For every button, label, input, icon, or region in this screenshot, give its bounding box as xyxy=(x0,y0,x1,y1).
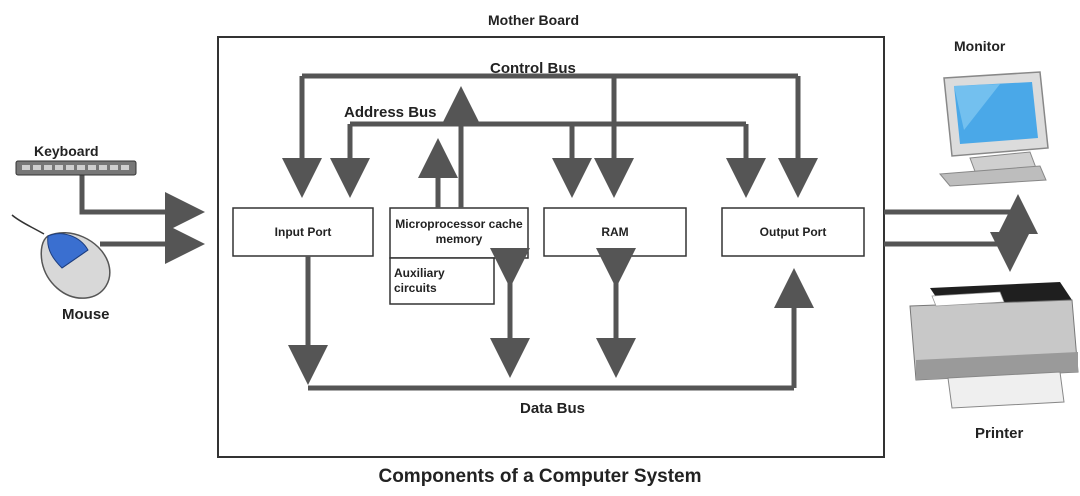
control-bus-label: Control Bus xyxy=(490,60,576,77)
output-port-box xyxy=(721,207,865,257)
motherboard-label: Mother Board xyxy=(488,12,579,28)
input-port-label: Input Port xyxy=(274,225,332,239)
keyboard-icon xyxy=(15,160,137,176)
printer-icon xyxy=(909,282,1079,409)
mouse-label: Mouse xyxy=(62,306,110,323)
monitor-label: Monitor xyxy=(954,38,1006,54)
monitor-icon xyxy=(938,71,1049,187)
printer-label: Printer xyxy=(975,425,1024,442)
diagram-title: Components of a Computer System xyxy=(378,466,702,487)
input-port-box xyxy=(232,207,374,257)
motherboard-frame xyxy=(217,36,885,458)
output-to-printer xyxy=(884,232,1030,272)
address-bus-label: Address Bus xyxy=(344,104,437,121)
mouse-icon xyxy=(11,214,111,299)
keyboard-to-input xyxy=(79,168,205,232)
ram-label: RAM xyxy=(601,225,629,239)
data-bus-label: Data Bus xyxy=(520,400,586,417)
output-port-label: Output Port xyxy=(759,225,827,239)
output-to-monitor xyxy=(884,194,1038,234)
microprocessor-label: Microprocessor cache memory xyxy=(395,217,523,246)
keyboard-label: Keyboard xyxy=(34,143,99,159)
auxiliary-label: Auxiliary circuits xyxy=(394,266,445,295)
